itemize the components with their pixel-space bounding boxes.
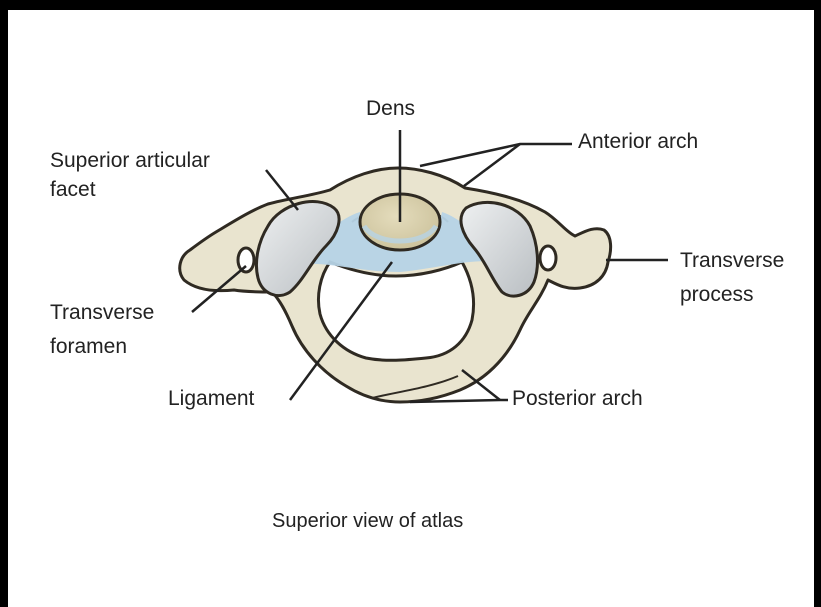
label-ligament: Ligament (168, 386, 254, 412)
label-dens: Dens (366, 96, 415, 122)
label-transverse-foramen-line1: Transverse (50, 300, 154, 326)
label-superior-articular-facet-line2: facet (50, 177, 96, 203)
label-superior-articular-facet-line1: Superior articular (50, 148, 210, 174)
label-transverse-process-line1: Transverse (680, 248, 784, 274)
label-posterior-arch: Posterior arch (512, 386, 643, 412)
left-transverse-foramen (238, 248, 254, 272)
figure-caption: Superior view of atlas (272, 508, 463, 534)
vertebral-foramen (318, 262, 473, 360)
label-transverse-foramen-line2: foramen (50, 334, 127, 360)
label-transverse-process-line2: process (680, 282, 754, 308)
label-anterior-arch: Anterior arch (578, 129, 698, 155)
right-transverse-foramen (540, 246, 556, 270)
